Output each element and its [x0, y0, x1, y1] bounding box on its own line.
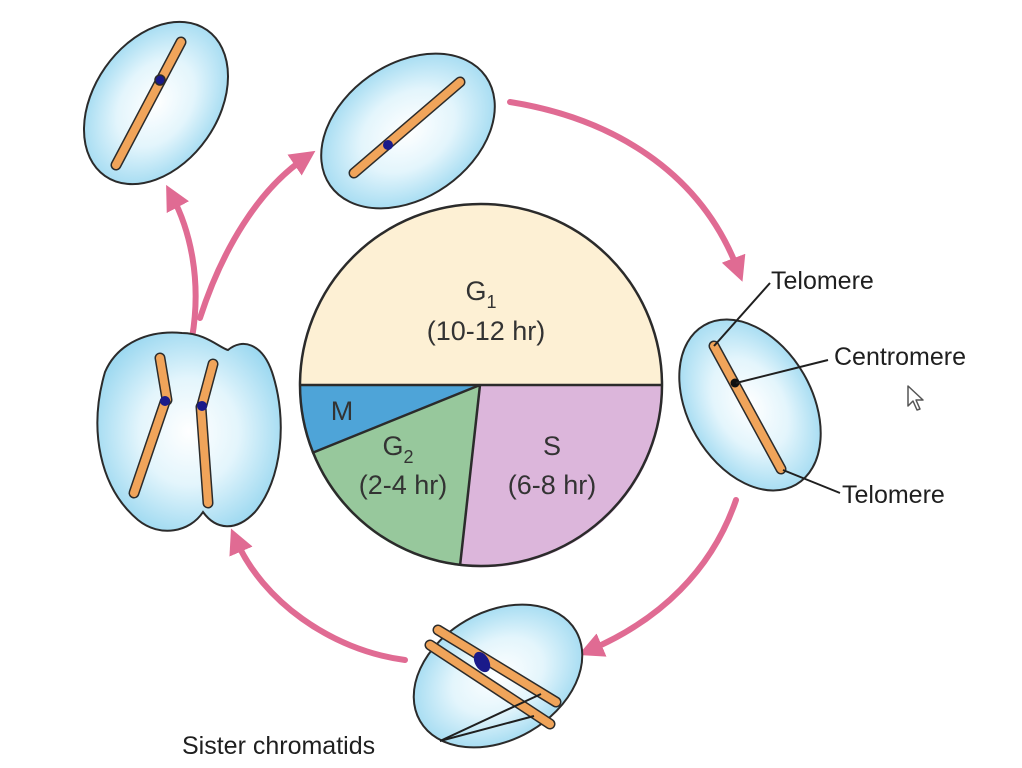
mouse-cursor-icon [906, 384, 928, 412]
label-centromere: Centromere [834, 343, 966, 371]
arrow-g1-to-s [507, 99, 746, 282]
centromere-dot [383, 140, 393, 150]
label-sister-chromatids: Sister chromatids [182, 732, 375, 760]
pie-slice-g2 [312, 385, 480, 566]
phase-g2-name: G2 [382, 431, 413, 467]
chromosome-daughter-right [348, 76, 466, 179]
chromosome-g1 [708, 340, 787, 475]
cycle-arrows [166, 99, 746, 663]
phase-g2-duration: (2-4 hr) [359, 470, 448, 500]
label-telomere-top: Telomere [771, 267, 874, 295]
centromere-dot [197, 401, 207, 411]
arrow-s-to-g2 [578, 497, 739, 657]
chromosome-g2-sister-chromatids [424, 624, 562, 730]
phase-s-duration: (6-8 hr) [508, 470, 597, 500]
label-telomere-bottom: Telomere [842, 481, 945, 509]
centromere-dot [154, 74, 166, 86]
cell-dividing [96, 331, 282, 532]
centromere-dot [160, 396, 170, 406]
chromosomes-dividing [128, 352, 219, 509]
callout-sister-chromatids [439, 693, 542, 742]
phase-pie: G1 (10-12 hr) S (6-8 hr) G2 (2-4 hr) M [298, 202, 664, 568]
phase-s-name: S [543, 431, 561, 461]
phase-m-name: M [331, 396, 354, 426]
phase-g1-name: G1 [465, 276, 496, 312]
callouts-chromosome-parts [713, 282, 841, 494]
centromere-dot [473, 651, 491, 673]
arrow-m-to-daughter-right [197, 150, 316, 321]
pie-slice-g1 [299, 203, 663, 385]
phase-g1-duration: (10-12 hr) [427, 316, 546, 346]
chromosome-daughter-left [110, 36, 187, 171]
cell-daughter-left [82, 20, 230, 186]
arrow-g2-to-m [229, 528, 408, 663]
arrow-m-to-daughter-left [166, 184, 199, 341]
pie-slice-s [460, 385, 664, 568]
centromere-dot [730, 378, 740, 388]
